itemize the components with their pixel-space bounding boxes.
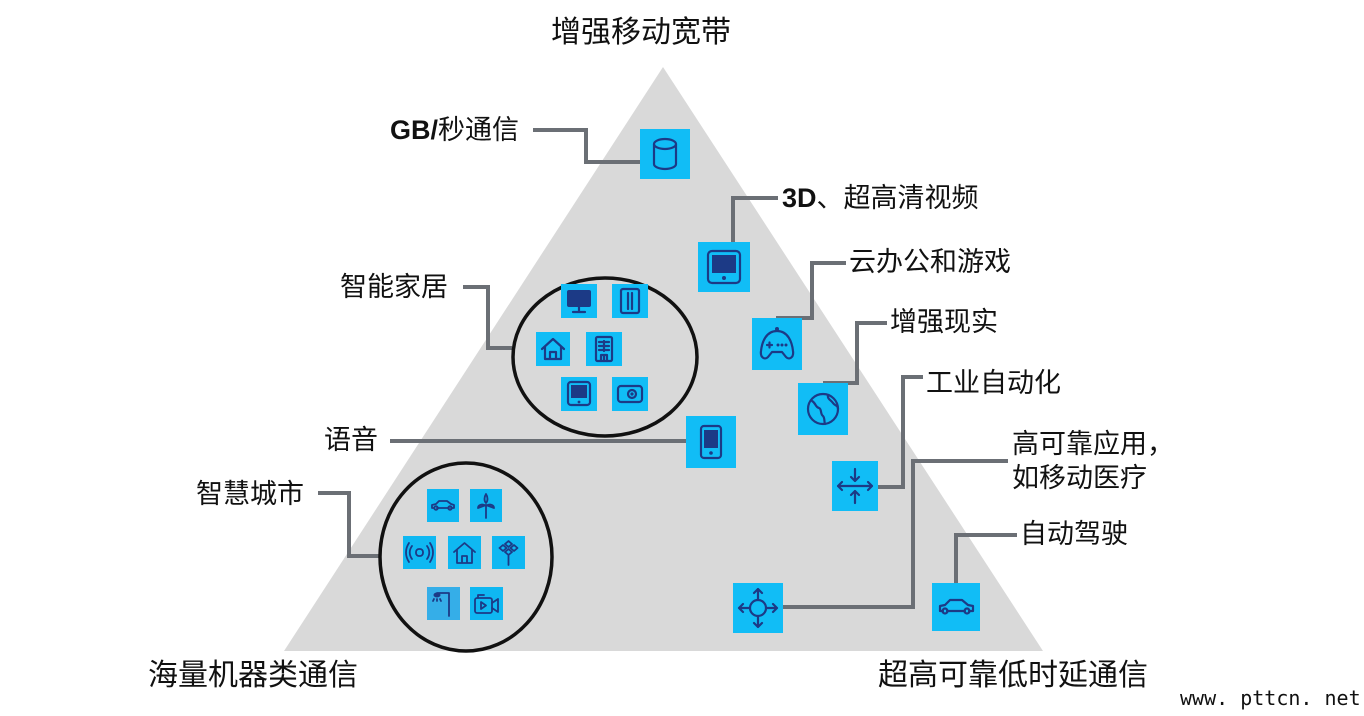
connector-gbps: [533, 128, 642, 164]
label-smart-home: 智能家居: [340, 272, 448, 303]
connector-smart-home: [463, 285, 512, 350]
street-lamp-icon: [427, 587, 460, 620]
tablet-icon: [561, 377, 597, 411]
watermark: www. pttcn. net: [1180, 686, 1361, 710]
smart-city-circle: [378, 461, 554, 653]
gamepad-icon: [752, 318, 802, 370]
label-high-reliability: 高可靠应用， 如移动医疗: [1012, 429, 1174, 494]
label-industrial: 工业自动化: [926, 368, 1061, 399]
solar-tree-icon: [492, 536, 525, 569]
compass-arrows-icon: [733, 583, 783, 633]
monitor-icon: [561, 284, 597, 318]
label-urllc: 超高可靠低时延通信: [878, 658, 1148, 693]
refrigerator-icon: [612, 284, 648, 318]
car-icon: [427, 489, 459, 522]
smart-home-circle: [511, 276, 699, 438]
label-autonomous: 自动驾驶: [1020, 519, 1128, 550]
tablet-icon: [698, 242, 750, 292]
label-gbps-text: 秒通信: [438, 115, 520, 146]
label-voice: 语音: [324, 425, 378, 456]
house-icon: [448, 536, 481, 569]
globe-icon: [798, 383, 848, 435]
label-gbps: GB/秒通信: [390, 114, 519, 147]
connector-video: [731, 196, 778, 242]
house-icon: [536, 332, 570, 366]
database-icon: [640, 129, 690, 179]
connector-smart-city: [318, 491, 380, 558]
label-video-text: 、超高清视频: [816, 183, 979, 214]
label-video: 3D、超高清视频: [782, 182, 979, 215]
label-ar: 增强现实: [890, 307, 998, 338]
wind-turbine-icon: [470, 489, 502, 522]
label-cloud-gaming: 云办公和游戏: [849, 247, 1011, 278]
arrows-converge-icon: [832, 461, 878, 511]
camera-icon: [612, 377, 648, 411]
smartphone-icon: [686, 416, 736, 468]
label-embb: 增强移动宽带: [551, 15, 731, 50]
video-camera-icon: [470, 587, 503, 620]
building-icon: [586, 332, 622, 366]
connector-high-reliability: [782, 459, 1008, 609]
car-icon: [932, 583, 980, 631]
label-gbps-unit: GB/: [390, 115, 439, 145]
label-smart-city: 智慧城市: [196, 479, 304, 510]
connector-autonomous: [954, 533, 1017, 583]
label-mmtc: 海量机器类通信: [148, 658, 358, 693]
connector-industrial: [876, 375, 923, 489]
signal-icon: [403, 536, 436, 569]
label-video-3d: 3D: [782, 183, 817, 213]
